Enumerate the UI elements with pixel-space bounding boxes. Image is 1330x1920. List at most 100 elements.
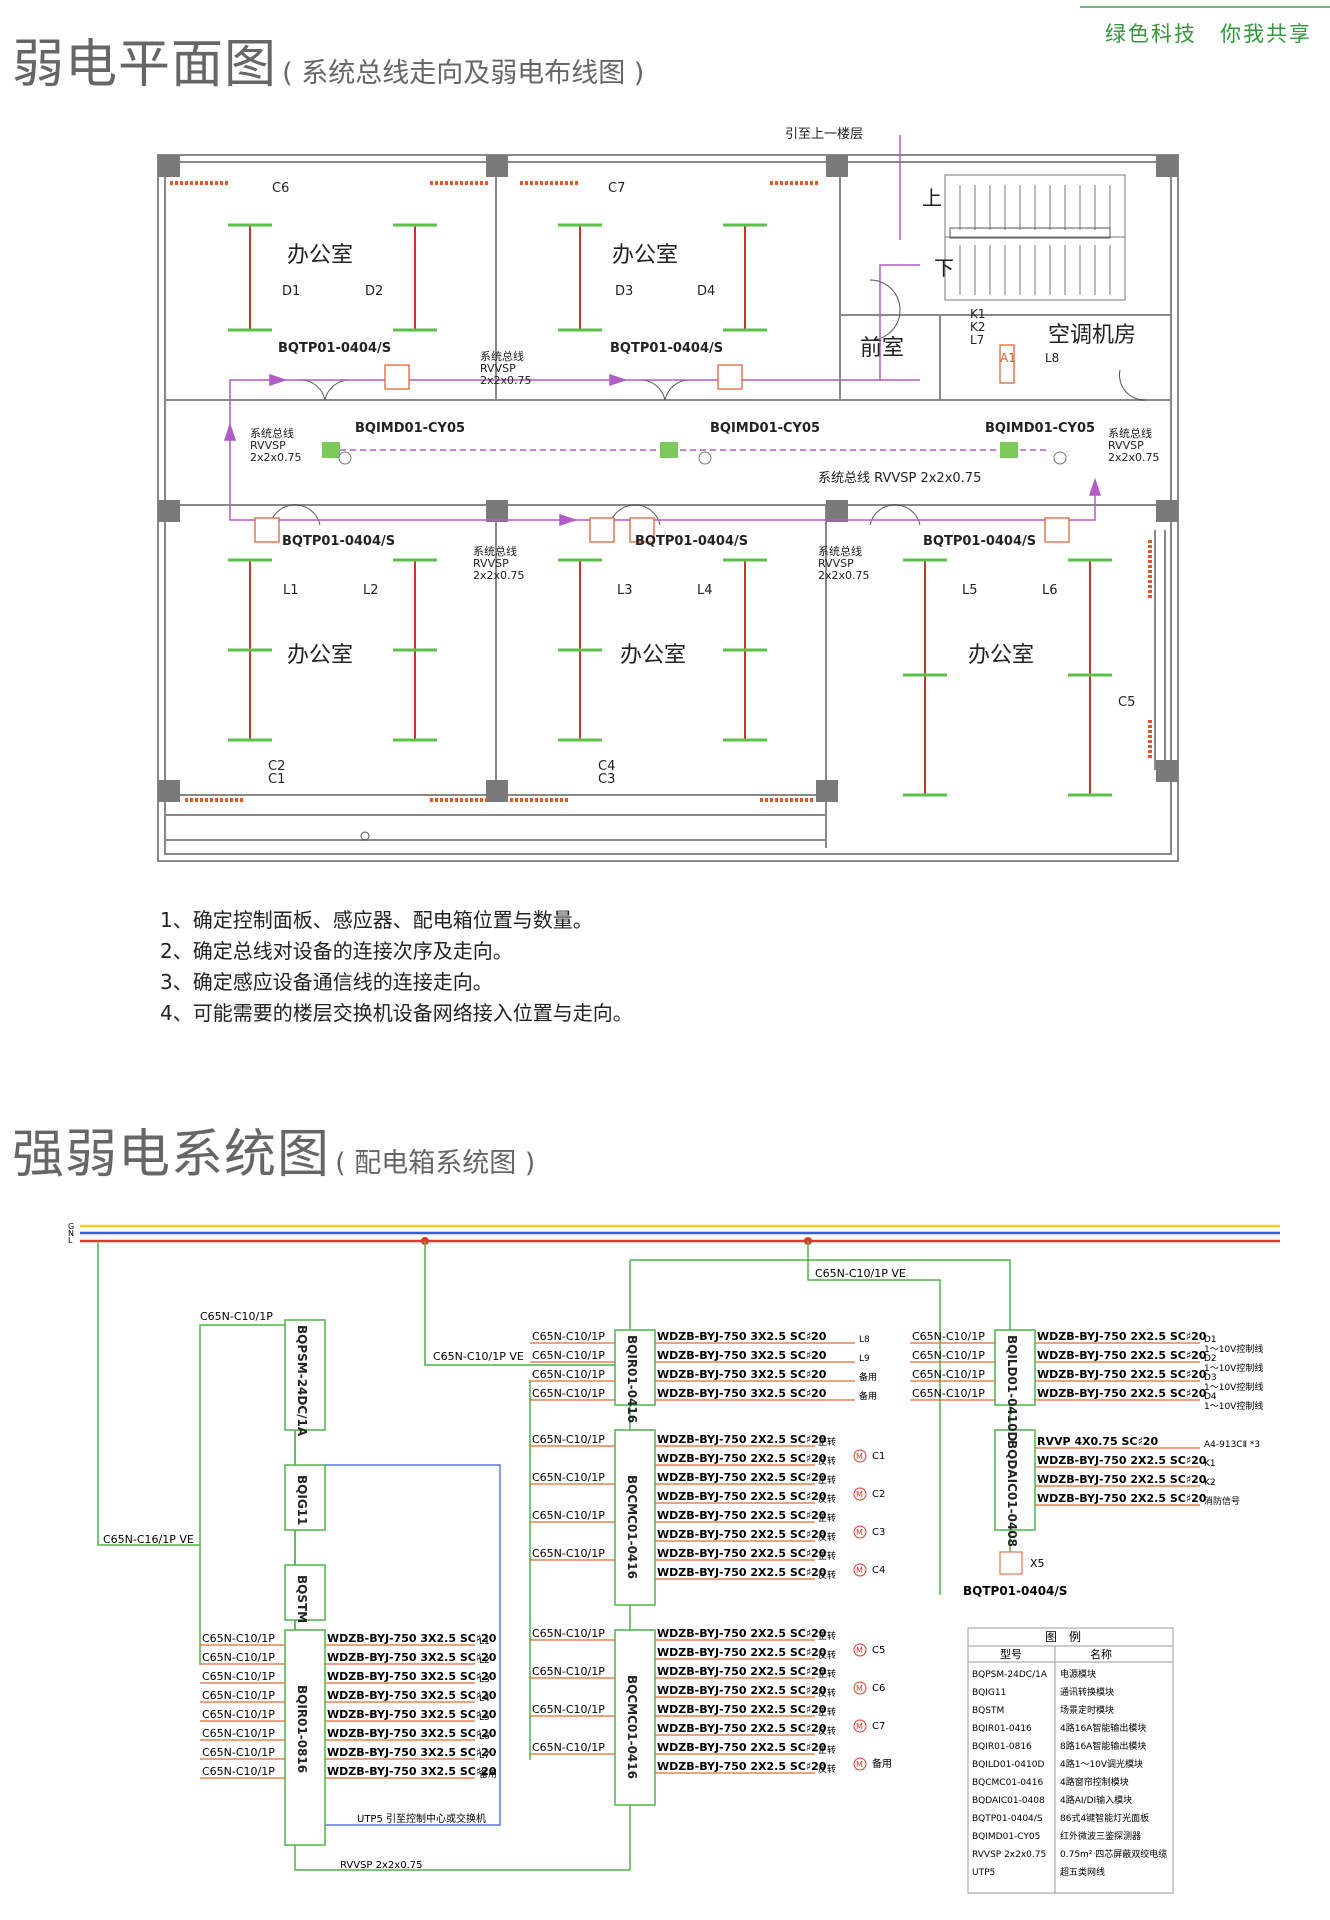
light-l6: L6 — [1042, 583, 1058, 598]
input-output-label: A4-913CⅡ *3 — [1204, 1440, 1260, 1450]
relay16-breaker-label: C65N-C10/1P — [532, 1330, 605, 1343]
control-panels — [254, 344, 1070, 543]
curtain-a-motor-letter: M — [856, 1566, 863, 1575]
curtain-a-dir-label: 正转 — [818, 1512, 836, 1524]
curtain-b-cable-label: WDZB-BYJ-750 2X2.5 SC♯20 — [657, 1665, 827, 1678]
relay16-cable-label: WDZB-BYJ-750 3X2.5 SC♯20 — [657, 1387, 827, 1400]
relay16-output-label: L9 — [859, 1354, 870, 1364]
curtain-b-motor-symbol — [853, 1719, 867, 1733]
relay816-breaker-label: C65N-C10/1P — [202, 1727, 275, 1740]
dimmer-d2: D2 — [365, 284, 383, 299]
curtain-b-motor-label: C7 — [872, 1721, 885, 1732]
breaker-ve-a: C65N-C10/1P VE — [433, 1350, 524, 1363]
curtain-b-cable-label: WDZB-BYJ-750 2X2.5 SC♯20 — [657, 1741, 827, 1754]
curtain-a-dir-label: 反转 — [818, 1493, 836, 1505]
curtain-a-cable-label: WDZB-BYJ-750 2X2.5 SC♯20 — [657, 1509, 827, 1522]
rvvsp-label: RVVSP 2x2x0.75 — [340, 1860, 422, 1871]
curtain-b-motor-letter: M — [856, 1684, 863, 1693]
relay16-cable-label: WDZB-BYJ-750 3X2.5 SC♯20 — [657, 1368, 827, 1381]
input-cable-label: WDZB-BYJ-750 2X2.5 SC♯20 — [1037, 1454, 1207, 1467]
dimmer-cable-label: WDZB-BYJ-750 2X2.5 SC♯20 — [1037, 1368, 1207, 1381]
bus-spec-c1: RVVSP — [1108, 439, 1144, 452]
floor-plan: 引至上一楼层 办公室 办公室 办公室 办公室 办公室 前室 空调机房 上 下 B… — [157, 127, 1179, 862]
section2-heading: 强弱电系统图 ( 配电箱系统图 ) — [12, 1112, 535, 1187]
front-room-label: 前室 — [860, 336, 904, 361]
light-l3: L3 — [617, 583, 633, 598]
dimmer-d4: D4 — [697, 284, 715, 299]
input-cable-label: WDZB-BYJ-750 2X2.5 SC♯20 — [1037, 1473, 1207, 1486]
curtain-b-breaker-label: C65N-C10/1P — [532, 1703, 605, 1716]
panel-label-1: BQTP01-0404/S — [278, 341, 391, 356]
relay16-output-label: 备用 — [859, 1390, 877, 1402]
bus-spec-c2: 2x2x0.75 — [1108, 451, 1160, 464]
curtain-a-dir-label: 反转 — [818, 1455, 836, 1467]
system-diagram: G N L BQPSM-24DC/1A BQIG11 BQSTM BQ — [68, 1222, 1280, 1894]
utp-label: UTP5 引至控制中心或交换机 — [357, 1812, 486, 1825]
curtain-c5: C5 — [1118, 695, 1135, 710]
dimmer-breaker-label: C65N-C10/1P — [912, 1387, 985, 1400]
curtain-b-breaker-label: C65N-C10/1P — [532, 1741, 605, 1754]
relay16-breaker-label: C65N-C10/1P — [532, 1368, 605, 1381]
dimmer-output-label: D1 — [1204, 1335, 1217, 1345]
bus-label-e: 系统总线 — [818, 544, 862, 558]
relay816-breaker-label: C65N-C10/1P — [202, 1765, 275, 1778]
curtain-c6: C6 — [272, 181, 289, 196]
legend-col-name: 名称 — [1090, 1647, 1112, 1661]
relay816-breaker-label: C65N-C10/1P — [202, 1651, 275, 1664]
legend-name: 超五类网线 — [1060, 1866, 1105, 1878]
relay816-cable-label: WDZB-BYJ-750 3X2.5 SC♯20 — [327, 1765, 497, 1778]
module-psu-label: BQPSM-24DC/1A — [295, 1325, 309, 1437]
curtain-a-cable-label: WDZB-BYJ-750 2X2.5 SC♯20 — [657, 1452, 827, 1465]
curtains — [170, 181, 1152, 802]
legend-col-model: 型号 — [1000, 1647, 1022, 1661]
curtain-c3: C3 — [598, 772, 615, 787]
curtain-b-dir-label: 正转 — [818, 1630, 836, 1642]
module-curtain-b-label: BQCMC01-0416 — [625, 1675, 639, 1779]
legend-model: BQIR01-0816 — [972, 1742, 1032, 1752]
dimmer-breaker-label: C65N-C10/1P — [912, 1330, 985, 1343]
curtain-a-breaker-label: C65N-C10/1P — [532, 1547, 605, 1560]
sensors — [322, 442, 1067, 465]
bus-spec-d2: 2x2x0.75 — [473, 569, 525, 582]
curtain-b-breaker-label: C65N-C10/1P — [532, 1627, 605, 1640]
relay16-cable-label: WDZB-BYJ-750 3X2.5 SC♯20 — [657, 1330, 827, 1343]
misc-l7: L7 — [970, 333, 984, 347]
legend-name: 8路16A智能输出模块 — [1060, 1740, 1146, 1752]
input-cable-label: WDZB-BYJ-750 2X2.5 SC♯20 — [1037, 1492, 1207, 1505]
dimmer-output-label: D2 — [1204, 1354, 1217, 1364]
module-labels: BQPSM-24DC/1A BQIG11 BQSTM BQIR01-0816 B… — [295, 1325, 1019, 1779]
curtain-b-dir-label: 正转 — [818, 1706, 836, 1718]
dimmer-note: 1～10V控制线 — [1204, 1381, 1263, 1393]
bus-label-l: L — [68, 1236, 73, 1245]
curtain-b-dir-label: 正转 — [818, 1668, 836, 1680]
floorplan-labels: 引至上一楼层 办公室 办公室 办公室 办公室 办公室 前室 空调机房 上 下 B… — [250, 127, 1160, 787]
curtain-a-motor-label: C1 — [872, 1451, 885, 1462]
curtain-a-dir-label: 反转 — [818, 1531, 836, 1543]
legend-model: BQTP01-0404/S — [972, 1814, 1043, 1824]
input-output-label: K2 — [1204, 1478, 1216, 1488]
office-label-2: 办公室 — [612, 243, 678, 268]
relay816-output-label: L4 — [479, 1694, 490, 1704]
leader-top-label: 引至上一楼层 — [785, 127, 863, 142]
notes-list: 1、确定控制面板、感应器、配电箱位置与数量。 2、确定总线对设备的连接次序及走向… — [160, 905, 633, 1029]
relay816-output-label: L1 — [479, 1637, 490, 1647]
feeders — [97, 1241, 1011, 1871]
module-relay16-label: BQIR01-0416 — [625, 1335, 639, 1423]
section2-subtitle: ( 配电箱系统图 ) — [335, 1148, 536, 1179]
office-label-3: 办公室 — [287, 643, 353, 668]
legend-model: BQIG11 — [972, 1688, 1006, 1698]
dimmer-d3: D3 — [615, 284, 633, 299]
relay816-cable-label: WDZB-BYJ-750 3X2.5 SC♯20 — [327, 1746, 497, 1759]
breaker-psu: C65N-C10/1P — [200, 1310, 273, 1323]
relay816-cable-label: WDZB-BYJ-750 3X2.5 SC♯20 — [327, 1689, 497, 1702]
columns — [158, 155, 1178, 802]
module-gateway-label: BQIG11 — [295, 1475, 309, 1525]
curtain-a-motor-symbol — [853, 1487, 867, 1501]
curtain-a-cable-label: WDZB-BYJ-750 2X2.5 SC♯20 — [657, 1433, 827, 1446]
bus-spec-e2: 2x2x0.75 — [818, 569, 870, 582]
dimmer-breaker-label: C65N-C10/1P — [912, 1349, 985, 1362]
relay816-cable-label: WDZB-BYJ-750 3X2.5 SC♯20 — [327, 1708, 497, 1721]
curtain-b-motor-label: 备用 — [872, 1757, 892, 1770]
relay816-output-label: 备用 — [479, 1768, 497, 1780]
panel-label-5: BQTP01-0404/S — [923, 534, 1036, 549]
